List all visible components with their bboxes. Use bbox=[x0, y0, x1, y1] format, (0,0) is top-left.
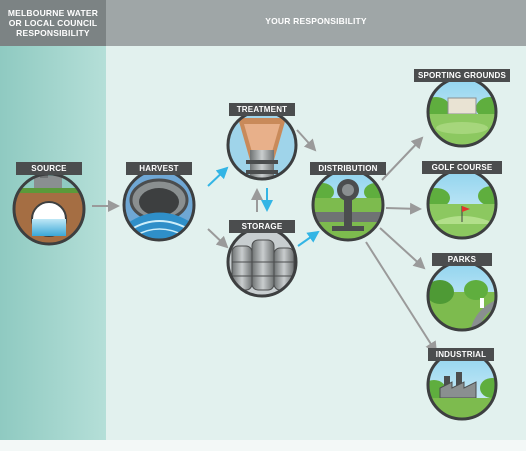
your-responsibility-header: YOUR RESPONSIBILITY bbox=[106, 0, 526, 46]
storage-node bbox=[226, 226, 298, 298]
harvest-label: HARVEST bbox=[126, 162, 192, 175]
flow-arrows bbox=[92, 129, 438, 354]
sporting-grounds-label: SPORTING GROUNDS bbox=[414, 69, 510, 82]
arrow-treatment-distribution bbox=[296, 129, 317, 152]
arrow-harvest-treatment bbox=[207, 166, 229, 187]
source-node bbox=[12, 172, 86, 246]
golf-course-label: GOLF COURSE bbox=[422, 161, 502, 174]
golf-course-node bbox=[426, 168, 498, 240]
arrow-harvest-storage bbox=[207, 228, 229, 249]
arrow-storage-distribution bbox=[297, 230, 320, 247]
storage-label: STORAGE bbox=[229, 220, 295, 233]
arrow-to-golf-course bbox=[385, 202, 422, 215]
industrial-node bbox=[426, 349, 498, 421]
arrow-to-industrial bbox=[365, 241, 438, 354]
source-label: SOURCE bbox=[16, 162, 82, 175]
arrow-to-sporting-grounds bbox=[381, 136, 424, 181]
bottom-strip bbox=[0, 440, 526, 451]
arrow-to-parks bbox=[379, 227, 426, 270]
industrial-label: INDUSTRIAL bbox=[428, 348, 494, 361]
treatment-label: TREATMENT bbox=[229, 103, 295, 116]
council-responsibility-header: MELBOURNE WATER OR LOCAL COUNCIL RESPONS… bbox=[0, 0, 106, 46]
parks-label: PARKS bbox=[432, 253, 492, 266]
distribution-label: DISTRIBUTION bbox=[310, 162, 386, 175]
treatment-node bbox=[226, 109, 298, 181]
council-panel bbox=[0, 46, 106, 451]
